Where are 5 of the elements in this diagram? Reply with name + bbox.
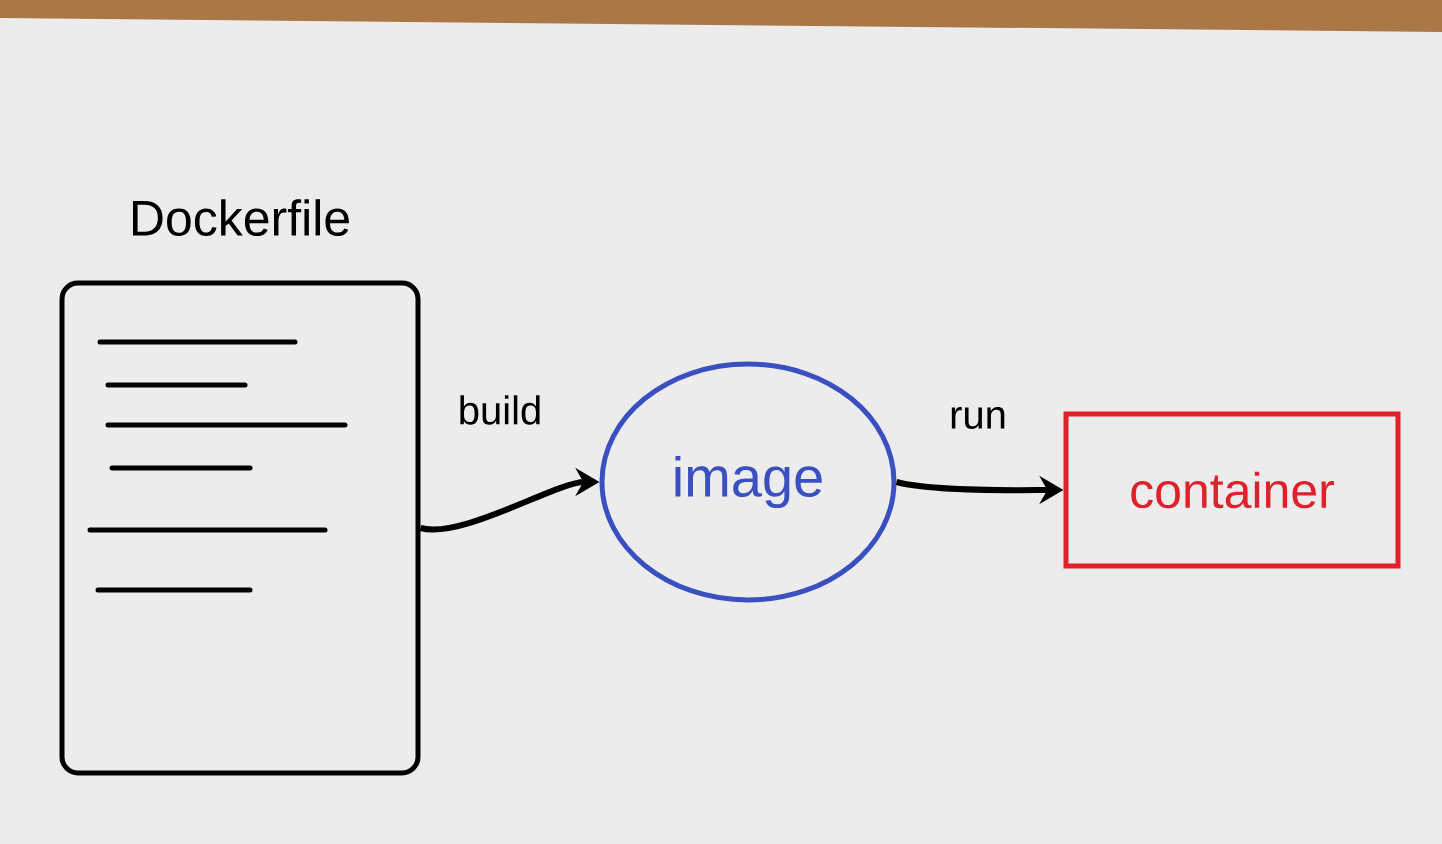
edge-label: build [455, 393, 545, 427]
document-box [59, 280, 421, 776]
edge-label: run [947, 405, 1009, 431]
container-box: container [1063, 411, 1401, 569]
document-title: Dockerfile [132, 199, 349, 236]
